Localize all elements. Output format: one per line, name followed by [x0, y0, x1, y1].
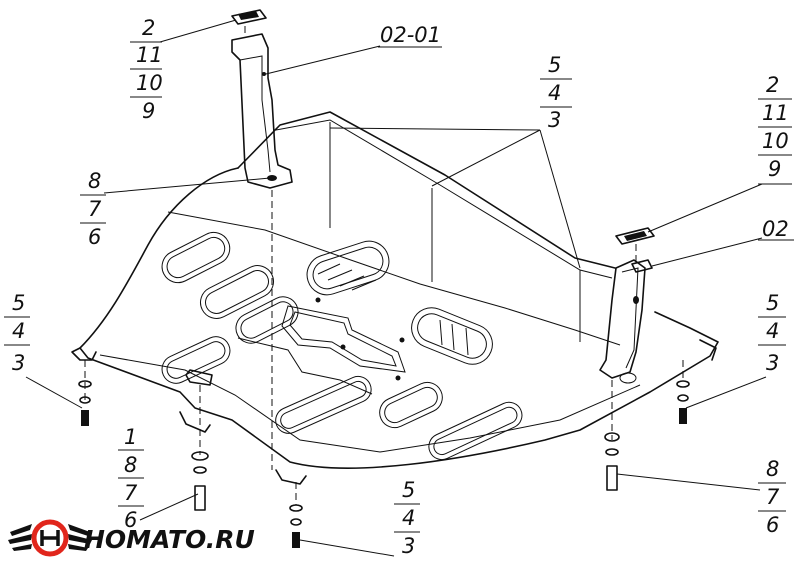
callout-top-right: 2 11 10 9 — [758, 73, 792, 185]
fastener-right — [676, 380, 690, 424]
callout-top-left: 2 11 10 9 — [130, 16, 163, 123]
site-logo: HOMATO.RU — [8, 519, 255, 557]
callout-label: 02 — [762, 217, 789, 241]
callout-bottom-middle: 5 4 3 — [394, 478, 420, 558]
skid-plate-outline — [79, 167, 719, 469]
stamped-ribs — [161, 231, 523, 461]
fastener-bottom-right — [604, 432, 620, 491]
callout-label: 5 — [766, 291, 779, 315]
callout-label: 6 — [766, 513, 779, 537]
callout-label: 8 — [124, 453, 137, 477]
skid-plate-lower-fold — [99, 354, 641, 453]
callout-label: 7 — [766, 485, 780, 509]
callout-label: 3 — [12, 351, 25, 375]
callout-bottom-right: 8 7 6 — [758, 457, 786, 537]
skid-plate-fold-line — [167, 211, 621, 346]
fastener-bottom-left — [191, 451, 209, 511]
callout-label: 5 — [548, 53, 561, 77]
callout-label: 5 — [12, 291, 25, 315]
callout-bracket-right: 02 — [758, 217, 794, 241]
fastener-bottom-middle — [289, 504, 303, 548]
right-bracket — [599, 259, 646, 384]
callout-label: 3 — [402, 534, 415, 558]
callout-top-middle: 5 4 3 — [540, 53, 572, 132]
callout-label: 9 — [768, 157, 781, 181]
callout-label: 6 — [88, 225, 101, 249]
callout-mid-left: 8 7 6 — [80, 169, 106, 249]
fastener-left — [78, 380, 92, 426]
callout-label: 3 — [548, 108, 561, 132]
callout-label: 8 — [88, 169, 101, 193]
callout-bracket-left: 02-01 — [378, 23, 442, 48]
callout-label: 4 — [548, 81, 561, 105]
callout-label: 11 — [762, 101, 789, 125]
callout-label: 10 — [762, 129, 789, 153]
callout-label: 9 — [142, 99, 155, 123]
logo-text: HOMATO.RU — [84, 525, 255, 554]
callout-label: 8 — [766, 457, 779, 481]
callout-label: 5 — [402, 478, 415, 502]
callout-label: 6 — [124, 508, 137, 532]
leader-lines — [25, 19, 767, 557]
callout-left-edge: 5 4 3 — [4, 291, 30, 375]
winged-wheel-logo-icon — [8, 519, 92, 557]
callout-label: 4 — [766, 319, 779, 343]
callout-label: 3 — [766, 351, 779, 375]
callout-label: 10 — [136, 71, 163, 95]
callout-label: 7 — [88, 197, 102, 221]
right-bracket-nut — [615, 227, 655, 273]
skid-plate-rear-edge — [237, 111, 616, 269]
left-bracket — [231, 33, 293, 189]
callout-right-edge: 5 4 3 — [758, 291, 786, 375]
assembly-axis-lines — [84, 26, 684, 505]
callout-label: 11 — [136, 43, 163, 67]
callout-label: 02-01 — [380, 23, 441, 47]
skid-plate-rear-wall — [275, 119, 613, 279]
callout-label: 1 — [124, 425, 137, 449]
callout-bottom-left: 1 8 7 6 — [118, 425, 144, 532]
callout-label: 2 — [766, 73, 779, 97]
mounting-tabs — [71, 339, 717, 485]
callout-label: 2 — [142, 16, 155, 40]
left-bracket-nut — [231, 9, 267, 25]
callout-label: 7 — [124, 481, 138, 505]
callout-label: 4 — [12, 319, 25, 343]
callout-label: 4 — [402, 506, 415, 530]
